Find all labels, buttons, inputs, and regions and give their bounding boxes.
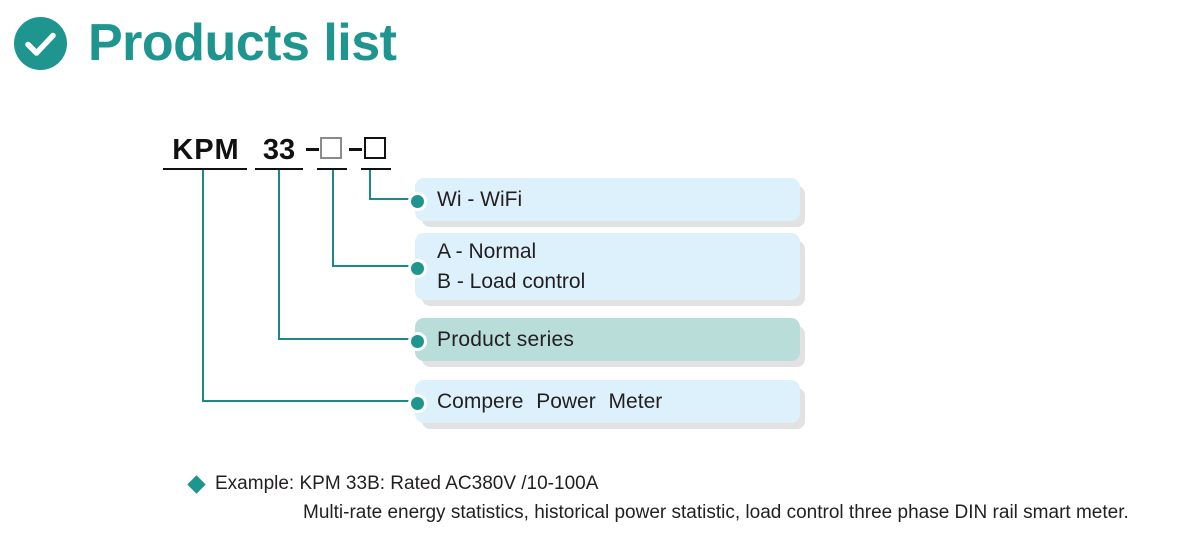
code-underline-series xyxy=(255,168,303,170)
legend-card-meter[interactable]: Compere Power Meter xyxy=(415,380,800,423)
code-underline-brand xyxy=(163,168,247,170)
example-note-line-1: Example: KPM 33B: Rated AC380V /10-100A xyxy=(215,473,599,494)
check-circle-icon xyxy=(14,17,67,70)
diamond-bullet-icon xyxy=(187,475,206,494)
page-title: Products list xyxy=(88,14,397,72)
legend-card-line: Wi - WiFi xyxy=(437,187,523,211)
code-segment-brand: KPM xyxy=(172,134,240,166)
code-underline-box-2 xyxy=(361,168,391,170)
legend-card-mode[interactable]: A - Normal B - Load control xyxy=(415,233,800,300)
legend-card-line: Product series xyxy=(437,327,575,351)
leader-dot-wifi xyxy=(408,192,427,211)
code-dash-1 xyxy=(306,148,319,151)
page-header: Products list xyxy=(0,0,1201,86)
legend-card-line: B - Load control xyxy=(437,269,586,293)
code-placeholder-box-2 xyxy=(364,137,386,159)
code-underline-box-1 xyxy=(317,168,347,170)
leader-dot-mode xyxy=(408,259,427,278)
code-segment-series: 33 xyxy=(262,134,296,166)
code-placeholder-box-1 xyxy=(320,137,342,159)
leader-dot-meter xyxy=(408,394,427,413)
legend-card-line: Compere Power Meter xyxy=(437,389,663,413)
legend-card-line: A - Normal xyxy=(437,239,537,263)
code-dash-2 xyxy=(349,148,362,151)
legend-card-wifi[interactable]: Wi - WiFi xyxy=(415,178,800,221)
legend-card-series[interactable]: Product series xyxy=(415,318,800,361)
leader-dot-series xyxy=(408,332,427,351)
example-note-line-2: Multi-rate energy statistics, historical… xyxy=(303,502,1129,523)
model-code-row: KPM 33 xyxy=(0,128,440,180)
